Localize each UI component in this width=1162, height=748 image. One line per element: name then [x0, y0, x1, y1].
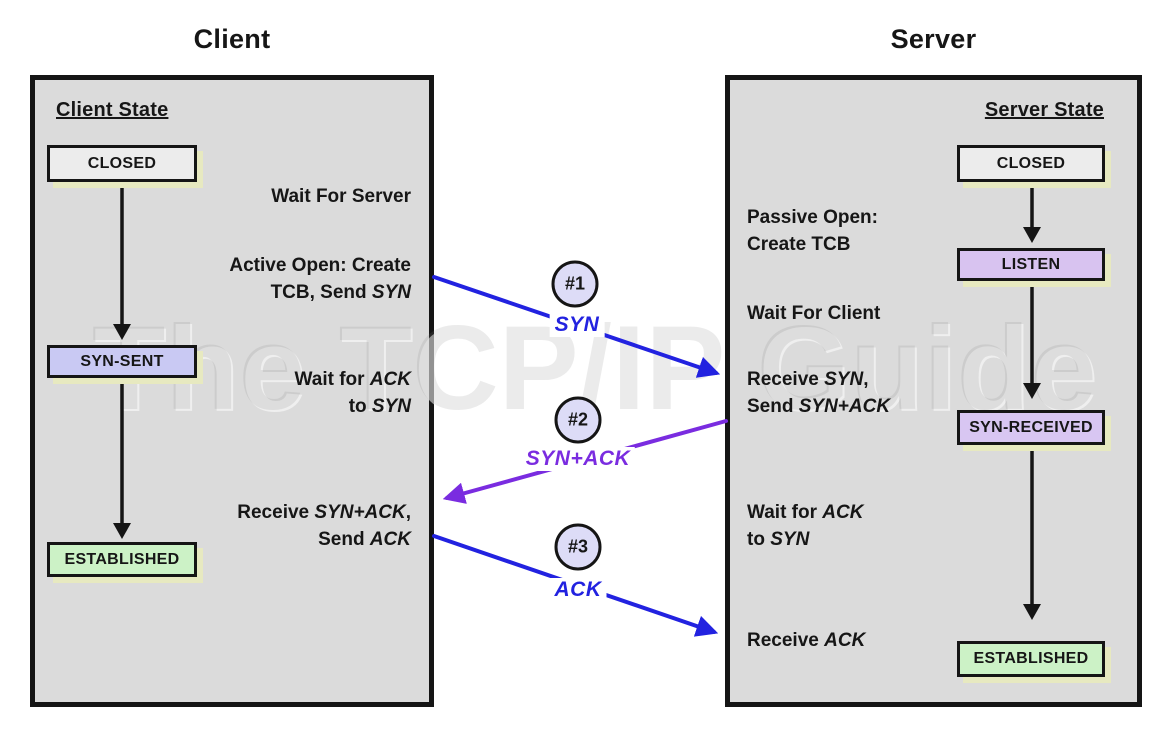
- client-annotation-wait-for-server: Wait For Server: [271, 183, 411, 210]
- client-annotation-active-open: Active Open: Create TCB, Send SYN: [229, 252, 411, 306]
- annotation-line: Create TCB: [747, 234, 851, 255]
- message-1-circle: #1: [551, 260, 599, 308]
- annotation-line: to SYN: [747, 529, 810, 550]
- client-state-established: ESTABLISHED: [47, 542, 197, 577]
- server-state-closed: CLOSED: [957, 145, 1105, 182]
- server-state-listen: LISTEN: [957, 248, 1105, 281]
- client-state-syn-sent: SYN-SENT: [47, 345, 197, 378]
- message-2-label-syn-ack: SYN+ACK: [520, 447, 636, 471]
- message-3-circle: #3: [554, 523, 602, 571]
- server-annotation-receive-ack: Receive ACK: [747, 627, 865, 654]
- server-state-syn-received: SYN-RECEIVED: [957, 410, 1105, 445]
- annotation-line: Receive SYN+ACK,: [237, 502, 411, 523]
- message-3-label-ack: ACK: [549, 578, 607, 602]
- server-state-established: ESTABLISHED: [957, 641, 1105, 677]
- annotation-line: Wait For Server: [271, 186, 411, 207]
- annotation-line: Receive ACK: [747, 630, 866, 651]
- client-title: Client: [193, 24, 271, 54]
- server-annotation-wait-for-client: Wait For Client: [747, 300, 880, 327]
- client-annotation-receive-syn-ack: Receive SYN+ACK, Send ACK: [237, 499, 411, 553]
- annotation-line: Wait for ACK: [747, 502, 864, 523]
- server-annotation-receive-syn: Receive SYN, Send SYN+ACK: [747, 366, 890, 420]
- server-title: Server: [890, 24, 977, 54]
- annotation-line: Passive Open:: [747, 207, 878, 228]
- annotation-line: Wait for ACK: [294, 369, 411, 390]
- annotation-line: to SYN: [348, 396, 411, 417]
- annotation-line: Wait For Client: [747, 303, 881, 324]
- message-1-label-syn: SYN: [549, 313, 605, 337]
- client-state-closed: CLOSED: [47, 145, 197, 182]
- client-annotation-wait-for-ack: Wait for ACK to SYN: [295, 366, 411, 420]
- message-2-circle: #2: [554, 396, 602, 444]
- annotation-line: TCB, Send SYN: [270, 282, 411, 303]
- annotation-line: Send ACK: [318, 529, 411, 550]
- annotation-line: Receive SYN,: [747, 369, 869, 390]
- server-annotation-wait-for-ack: Wait for ACK to SYN: [747, 499, 863, 553]
- client-state-heading: Client State: [56, 99, 169, 121]
- annotation-line: Active Open: Create: [229, 255, 411, 276]
- server-state-heading: Server State: [984, 99, 1104, 121]
- annotation-line: Send SYN+ACK: [747, 396, 891, 417]
- server-annotation-passive-open: Passive Open: Create TCB: [747, 204, 878, 258]
